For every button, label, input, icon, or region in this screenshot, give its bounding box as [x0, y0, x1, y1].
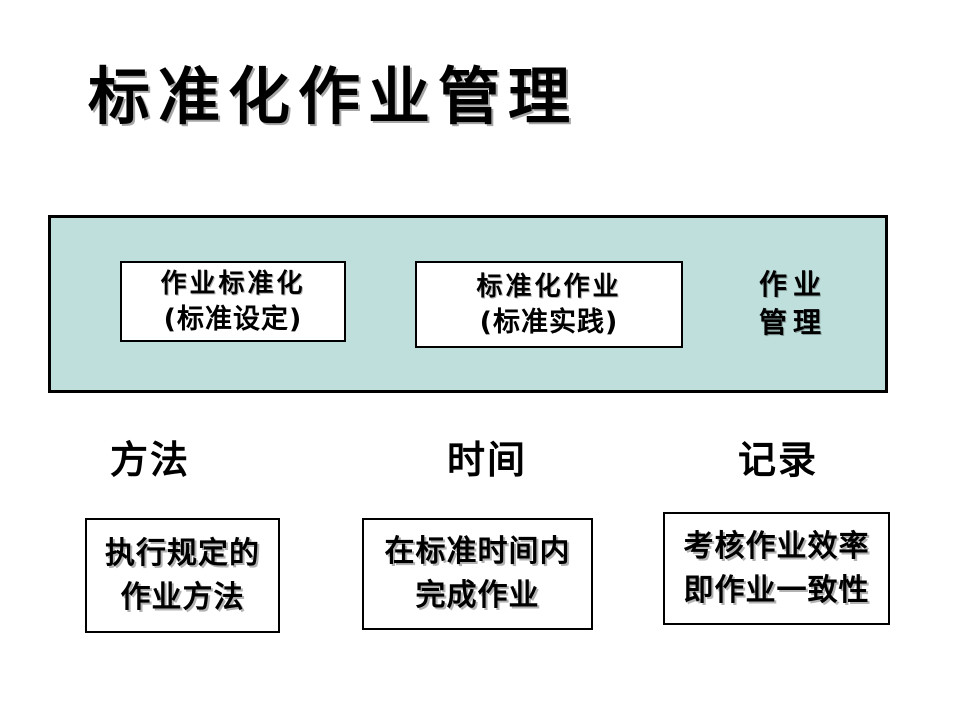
description-line: 执行规定的	[105, 535, 260, 571]
description-line: 作业方法	[120, 579, 245, 615]
description-box-record: 考核作业效率 即作业一致性	[663, 512, 890, 625]
description-line: 在标准时间内	[384, 534, 571, 569]
panel-side-label-operation-management: 作业 管理	[718, 266, 868, 342]
column-label-record: 记录	[737, 438, 818, 482]
slide-title: 标准化作业管理	[88, 60, 579, 133]
description-line: 考核作业效率	[683, 528, 870, 564]
description-line: 即作业一致性	[683, 572, 870, 608]
step-box-title: 标准化作业	[476, 271, 622, 302]
description-box-time: 在标准时间内 完成作业	[362, 518, 593, 630]
description-box-method: 执行规定的 作业方法	[85, 518, 280, 633]
description-line: 完成作业	[415, 578, 540, 613]
step-box-title: 作业标准化	[160, 268, 306, 299]
step-box-subtitle: (标准设定)	[163, 303, 303, 335]
process-panel: 作业标准化 (标准设定) 标准化作业 (标准实践) 作业 管理	[48, 215, 888, 393]
column-label-time: 时间	[446, 438, 527, 482]
step-box-operation-standardization: 作业标准化 (标准设定)	[120, 261, 346, 342]
column-label-method: 方法	[109, 438, 190, 482]
step-box-subtitle: (标准实践)	[479, 306, 619, 338]
panel-side-label-line1: 作业	[758, 268, 827, 301]
panel-side-label-line2: 管理	[758, 306, 827, 339]
step-box-standardized-operation: 标准化作业 (标准实践)	[415, 261, 683, 348]
